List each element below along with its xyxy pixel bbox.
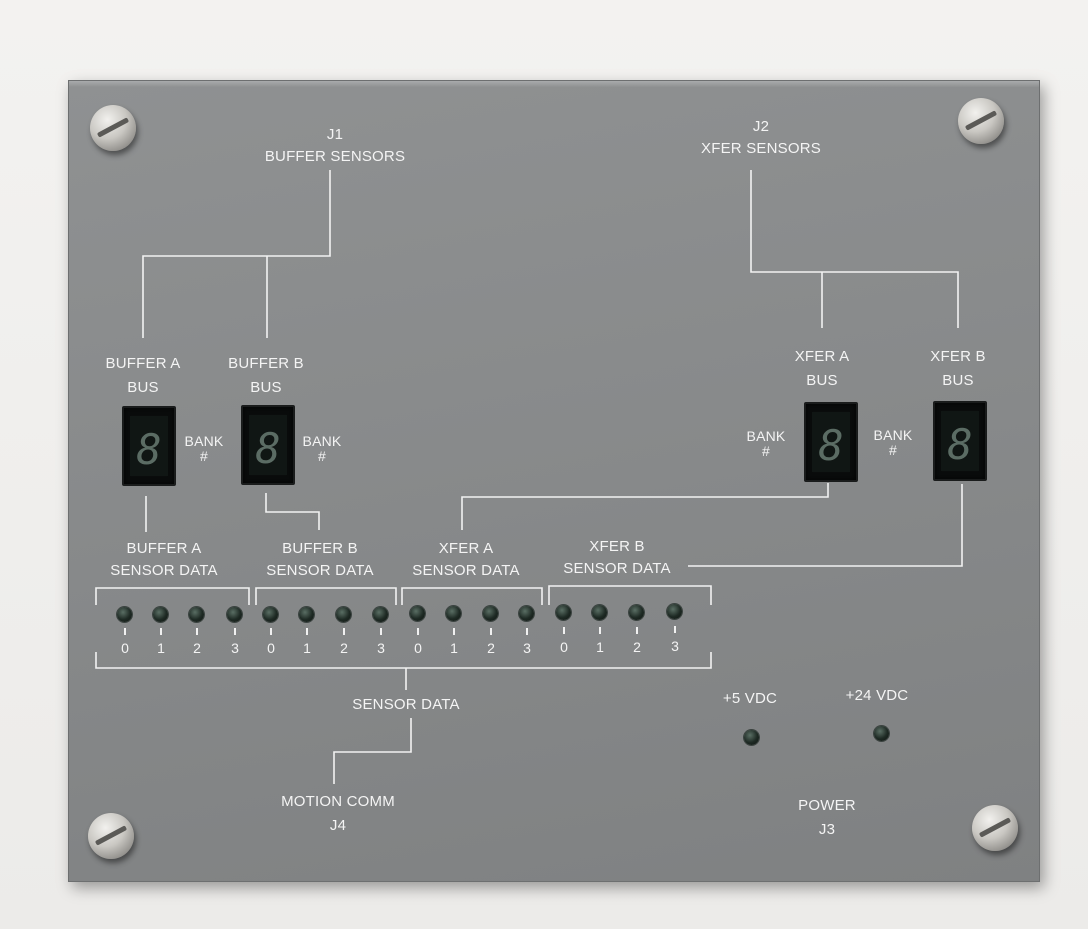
tick bbox=[380, 628, 382, 635]
bracket-buffer-a bbox=[95, 587, 250, 605]
digit-segments: 8 bbox=[947, 420, 972, 469]
sensor-data-bracket bbox=[95, 652, 712, 669]
led-xfer-a-2 bbox=[483, 606, 498, 621]
bank-label-buffer-b: BANK# bbox=[302, 433, 342, 464]
sensor-data-label: SENSOR DATA bbox=[352, 696, 460, 713]
bracket-xfer-a bbox=[401, 587, 543, 605]
led-number: 3 bbox=[523, 640, 531, 656]
j1-line bbox=[142, 170, 331, 338]
led-buffer-a-0 bbox=[117, 607, 132, 622]
led-buffer-a-1 bbox=[153, 607, 168, 622]
led-number: 0 bbox=[414, 640, 422, 656]
tick bbox=[490, 628, 492, 635]
xfer-a-link bbox=[461, 483, 829, 530]
tick bbox=[343, 628, 345, 635]
bank-label-buffer-a: BANK# bbox=[184, 433, 224, 464]
xfer-a-bank-display: 8 bbox=[804, 402, 858, 482]
tick bbox=[196, 628, 198, 635]
digit-segments: 8 bbox=[255, 424, 280, 473]
tick bbox=[563, 627, 565, 634]
led-number: 1 bbox=[157, 640, 165, 656]
bank-label-xfer-b: BANK# bbox=[873, 427, 913, 458]
led-xfer-b-1 bbox=[592, 605, 607, 620]
buffer-b-link bbox=[265, 493, 320, 530]
tick bbox=[636, 627, 638, 634]
led-buffer-a-2 bbox=[189, 607, 204, 622]
led-xfer-b-3 bbox=[667, 604, 682, 619]
xfer-b-bank-display: 8 bbox=[933, 401, 987, 481]
led-buffer-b-1 bbox=[299, 607, 314, 622]
screw-bottom-right bbox=[972, 805, 1018, 851]
buffer-a-bank-display: 8 bbox=[122, 406, 176, 486]
led-xfer-a-0 bbox=[410, 606, 425, 621]
tick bbox=[599, 627, 601, 634]
control-panel bbox=[68, 80, 1040, 882]
tick bbox=[160, 628, 162, 635]
tick bbox=[234, 628, 236, 635]
led-xfer-a-1 bbox=[446, 606, 461, 621]
tick bbox=[306, 628, 308, 635]
led-number: 2 bbox=[633, 639, 641, 655]
digit-segments: 8 bbox=[136, 425, 161, 474]
digit-text: 8 bbox=[255, 424, 280, 473]
j2-line bbox=[750, 170, 959, 328]
led-number: 2 bbox=[487, 640, 495, 656]
led-number: 1 bbox=[596, 639, 604, 655]
tick bbox=[417, 628, 419, 635]
screw-bottom-left bbox=[88, 813, 134, 859]
power-24v-led bbox=[874, 726, 889, 741]
digit-text: 8 bbox=[818, 421, 843, 470]
led-buffer-b-3 bbox=[373, 607, 388, 622]
xfer-b-link bbox=[688, 484, 963, 567]
screw-top-right bbox=[958, 98, 1004, 144]
bracket-xfer-b bbox=[548, 585, 712, 605]
led-xfer-b-2 bbox=[629, 605, 644, 620]
led-number: 3 bbox=[377, 640, 385, 656]
tick bbox=[453, 628, 455, 635]
led-number: 1 bbox=[303, 640, 311, 656]
buffer-b-bank-display: 8 bbox=[241, 405, 295, 485]
led-buffer-b-2 bbox=[336, 607, 351, 622]
panel-edge bbox=[69, 81, 1039, 87]
led-number: 0 bbox=[267, 640, 275, 656]
led-number: 3 bbox=[671, 638, 679, 654]
led-number: 0 bbox=[560, 639, 568, 655]
digit-text: 8 bbox=[947, 420, 972, 469]
led-xfer-b-0 bbox=[556, 605, 571, 620]
bank-label-xfer-a: BANK# bbox=[746, 428, 786, 459]
power-5v-led bbox=[744, 730, 759, 745]
screw-top-left bbox=[90, 105, 136, 151]
power-5v-label: +5 VDC bbox=[722, 690, 778, 707]
led-buffer-a-3 bbox=[227, 607, 242, 622]
tick bbox=[526, 628, 528, 635]
tick bbox=[270, 628, 272, 635]
power-24v-label: +24 VDC bbox=[845, 687, 909, 704]
led-number: 3 bbox=[231, 640, 239, 656]
led-number: 2 bbox=[340, 640, 348, 656]
motion-comm-line bbox=[333, 718, 412, 784]
led-number: 0 bbox=[121, 640, 129, 656]
tick bbox=[674, 626, 676, 633]
digit-text: 8 bbox=[136, 425, 161, 474]
led-buffer-b-0 bbox=[263, 607, 278, 622]
led-number: 2 bbox=[193, 640, 201, 656]
led-xfer-a-3 bbox=[519, 606, 534, 621]
digit-segments: 8 bbox=[818, 421, 843, 470]
led-number: 1 bbox=[450, 640, 458, 656]
bracket-buffer-b bbox=[255, 587, 397, 605]
tick bbox=[124, 628, 126, 635]
